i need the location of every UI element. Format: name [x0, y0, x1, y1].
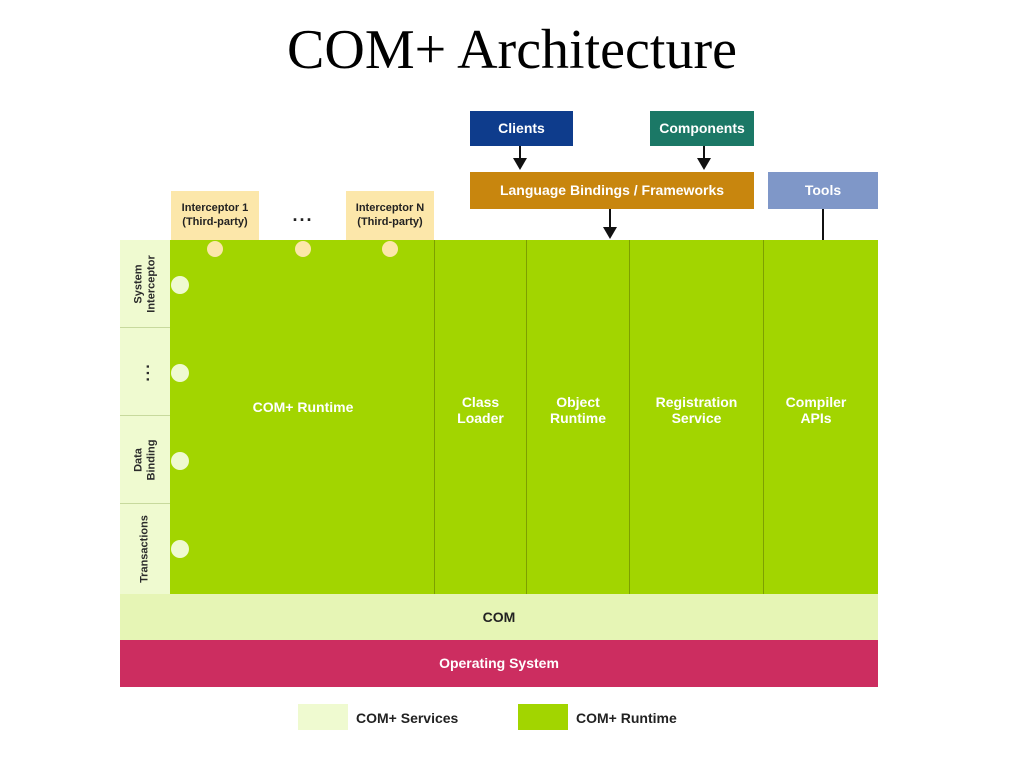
data-binding-label: Data Binding	[132, 439, 157, 480]
com-layer-label: COM	[482, 608, 516, 625]
system-services-sidebar: System Interceptor ... Data Binding Tran…	[120, 240, 170, 594]
components-arrow-line	[703, 146, 705, 158]
interceptor-n-box: Interceptor N (Third-party)	[346, 191, 434, 240]
com-plus-runtime-label: COM+ Runtime	[252, 398, 354, 415]
language-bindings-label: Language Bindings / Frameworks	[499, 182, 725, 199]
system-interceptor-cell: System Interceptor	[120, 240, 170, 328]
page-title: COM+ Architecture	[287, 19, 737, 81]
legend-services-swatch	[298, 704, 348, 730]
data-binding-connector	[171, 452, 189, 470]
column-divider	[434, 240, 435, 594]
services-ellipsis-label: ...	[135, 361, 153, 382]
clients-arrow-line	[519, 146, 521, 158]
data-binding-cell: Data Binding	[120, 416, 170, 504]
components-label: Components	[659, 120, 745, 137]
interceptor-n-label: Interceptor N (Third-party)	[355, 202, 425, 228]
registration-service-label: Registration Service	[655, 393, 738, 426]
interceptor-ellipsis-box: ...	[262, 191, 344, 240]
tools-label: Tools	[804, 182, 842, 199]
transactions-label: Transactions	[138, 515, 151, 583]
services-ellipsis-cell: ...	[120, 328, 170, 416]
transactions-cell: Transactions	[120, 504, 170, 594]
legend-services-label: COM+ Services	[356, 710, 459, 726]
operating-system-label: Operating System	[439, 655, 559, 672]
system-interceptor-label: System Interceptor	[132, 254, 157, 313]
transactions-connector	[171, 540, 189, 558]
clients-label: Clients	[498, 120, 545, 137]
clients-box: Clients	[470, 111, 573, 146]
interceptor-ellipsis-label: ...	[292, 204, 314, 225]
system-interceptor-connector	[171, 276, 189, 294]
clients-arrow-head	[513, 158, 527, 170]
column-divider	[763, 240, 764, 594]
interceptor-1-connector	[207, 241, 223, 257]
tools-box: Tools	[768, 172, 878, 209]
interceptor-n-connector	[382, 241, 398, 257]
column-divider	[526, 240, 527, 594]
column-divider	[629, 240, 630, 594]
legend-runtime-label: COM+ Runtime	[576, 710, 677, 726]
services-ellipsis-connector	[171, 364, 189, 382]
components-box: Components	[650, 111, 754, 146]
bindings-arrow-line	[609, 209, 611, 227]
legend-runtime-swatch	[518, 704, 568, 730]
com-layer: COM	[120, 594, 878, 640]
runtime-area	[170, 240, 878, 594]
components-arrow-head	[697, 158, 711, 170]
operating-system-layer: Operating System	[120, 640, 878, 687]
tools-arrow-line	[822, 209, 824, 253]
interceptor-ellipsis-connector	[295, 241, 311, 257]
interceptor-1-label: Interceptor 1 (Third-party)	[181, 202, 249, 228]
interceptor-1-box: Interceptor 1 (Third-party)	[171, 191, 259, 240]
bindings-arrow-head	[603, 227, 617, 239]
object-runtime-label: Object Runtime	[550, 393, 606, 426]
compiler-apis-label: Compiler APIs	[785, 393, 847, 426]
language-bindings-box: Language Bindings / Frameworks	[470, 172, 754, 209]
class-loader-label: Class Loader	[457, 393, 504, 426]
